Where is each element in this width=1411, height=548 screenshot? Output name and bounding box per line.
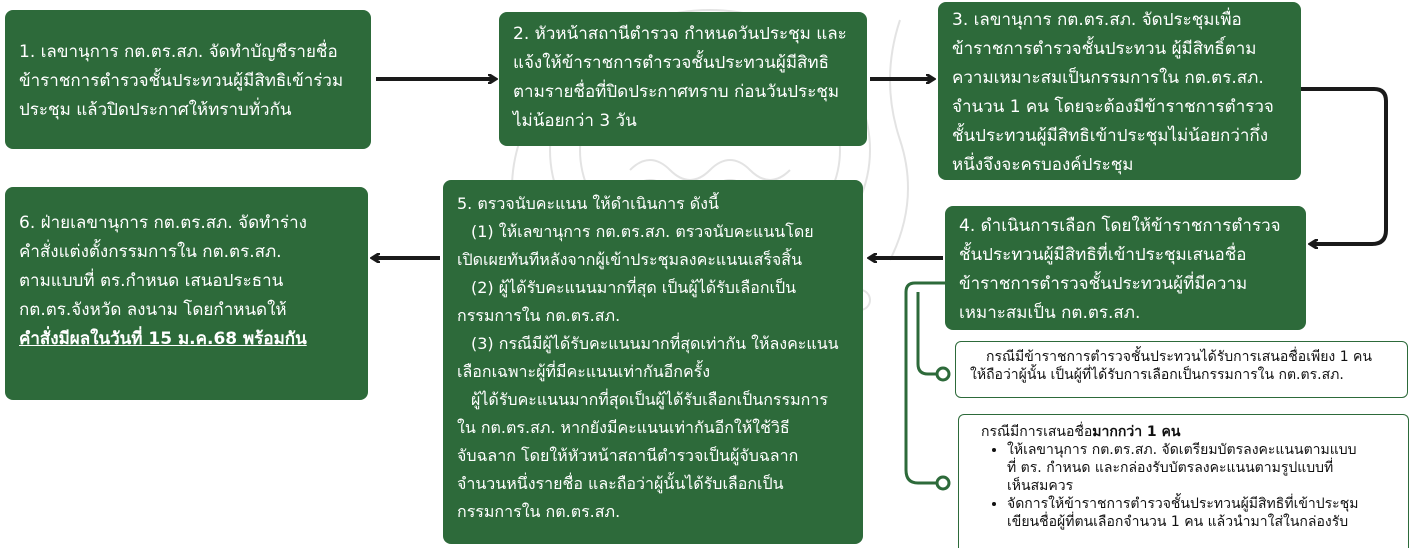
step-5-box: 5. ตรวจนับคะแนน ให้ดำเนินการ ดังนี้ (1) … xyxy=(443,180,863,544)
step-3-line-3: ความเหมาะสมเป็นกรรมการใน กต.ตร.สภ. xyxy=(952,68,1264,88)
step-4-box: 4. ดำเนินการเลือก โดยให้ข้าราชการตำรวจ ช… xyxy=(945,206,1306,330)
step-5-line-6: (3) กรณีมีผู้ได้รับคะแนนมากที่สุดเท่ากัน… xyxy=(471,334,839,353)
bullet-2-line-1: จัดการให้ข้าราชการตำรวจชั้นประทวนผู้มีสิ… xyxy=(1007,496,1359,512)
note-multiple-list: ให้เลขานุการ กต.ตร.สภ. จัดเตรียมบัตรลงคะ… xyxy=(981,441,1402,531)
step-3-line-5: ชั้นประทวนผู้มีสิทธิเข้าประชุมไม่น้อยกว่… xyxy=(952,126,1269,146)
step-5-line-5: กรรมการใน กต.ตร.สภ. xyxy=(457,306,621,325)
bullet-2-line-2: เขียนชื่อผู้ที่ตนเลือกจำนวน 1 คน แล้วนำม… xyxy=(1007,514,1349,530)
step-5-line-11: จำนวนหนึ่งรายชื่อ และถือว่าผู้นั้นได้รับ… xyxy=(457,474,784,493)
step-2-line-1: 2. หัวหน้าสถานีตำรวจ กำหนดวันประชุม และ xyxy=(513,24,847,44)
step-1-line-2: ข้าราชการตำรวจชั้นประทวนผู้มีสิทธิเข้าร่… xyxy=(19,71,344,91)
step-5-line-4: (2) ผู้ได้รับคะแนนมากที่สุด เป็นผู้ได้รั… xyxy=(471,278,797,297)
step-4-line-2: ชั้นประทวนผู้มีสิทธิที่เข้าประชุมเสนอชื่… xyxy=(959,245,1247,265)
step-5-line-8: ผู้ได้รับคะแนนมากที่สุดเป็นผู้ได้รับเลือ… xyxy=(471,390,828,409)
branch-node-multiple xyxy=(935,475,951,491)
note-multiple-bullet-2: จัดการให้ข้าราชการตำรวจชั้นประทวนผู้มีสิ… xyxy=(1007,495,1402,531)
step-4-line-1: 4. ดำเนินการเลือก โดยให้ข้าราชการตำรวจ xyxy=(959,216,1281,236)
bullet-1-line-1: ให้เลขานุการ กต.ตร.สภ. จัดเตรียมบัตรลงคะ… xyxy=(1007,442,1357,458)
step-3-line-1: 3. เลขานุการ กต.ตร.สภ. จัดประชุมเพื่อ xyxy=(952,10,1242,30)
note-multiple-heading: กรณีมีการเสนอชื่อมากกว่า 1 คน xyxy=(981,423,1402,441)
branch-connector-single xyxy=(916,292,936,376)
step-6-line-1: 6. ฝ่ายเลขานุการ กต.ตร.สภ. จัดทำร่าง xyxy=(19,213,307,233)
step-6-effective-date: คำสั่งมีผลในวันที่ 15 ม.ค.68 พร้อมกัน xyxy=(19,329,307,349)
step-6-box: 6. ฝ่ายเลขานุการ กต.ตร.สภ. จัดทำร่าง คำส… xyxy=(5,187,368,400)
step-5-line-2: (1) ให้เลขานุการ กต.ตร.สภ. ตรวจนับคะแนนโ… xyxy=(471,222,814,241)
step-5-line-1: 5. ตรวจนับคะแนน ให้ดำเนินการ ดังนี้ xyxy=(457,194,719,213)
step-6-line-4: กต.ตร.จังหวัด ลงนาม โดยกำหนดให้ xyxy=(19,300,287,320)
step-2-line-2: แจ้งให้ข้าราชการตำรวจชั้นประทวนผู้มีสิทธ… xyxy=(513,53,830,73)
branch-connector xyxy=(904,281,945,485)
step-2-box: 2. หัวหน้าสถานีตำรวจ กำหนดวันประชุม และ … xyxy=(499,12,867,146)
step-5-line-3: เปิดเผยทันทีหลังจากผู้เข้าประชุมลงคะแนนเ… xyxy=(457,250,802,269)
bullet-1-line-2: ที่ ตร. กำหนด และกล่องรับบัตรลงคะแนนตามร… xyxy=(1007,460,1334,476)
step-3-line-2: ข้าราชการตำรวจชั้นประทวน ผู้มีสิทธิ์ตาม xyxy=(952,39,1257,59)
note-single-line-2: ให้ถือว่าผู้นั้น เป็นผู้ที่ได้รับการเลือ… xyxy=(970,367,1344,383)
note-multiple-heading-prefix: กรณีมีการเสนอชื่อ xyxy=(981,424,1093,440)
step-3-line-4: จำนวน 1 คน โดยจะต้องมีข้าราชการตำรวจ xyxy=(952,97,1274,117)
bullet-1-line-3: เห็นสมควร xyxy=(1007,478,1074,494)
step-1-line-3: ประชุม แล้วปิดประกาศให้ทราบทั่วกัน xyxy=(19,100,292,120)
step-4-line-3: ข้าราชการตำรวจชั้นประทวนผู้ที่มีความ xyxy=(959,274,1248,294)
step-4-line-4: เหมาะสมเป็น กต.ตร.สภ. xyxy=(959,303,1141,323)
step-6-line-3: ตามแบบที่ ตร.กำหนด เสนอประธาน xyxy=(19,271,284,291)
note-single-nominee: กรณีมีข้าราชการตำรวจชั้นประทวนได้รับการเ… xyxy=(955,341,1408,398)
branch-node-single xyxy=(935,366,951,382)
step-3-box: 3. เลขานุการ กต.ตร.สภ. จัดประชุมเพื่อ ข้… xyxy=(938,2,1301,180)
step-3-line-6: หนึ่งจึงจะครบองค์ประชุม xyxy=(952,155,1134,175)
note-multiple-nominees: กรณีมีการเสนอชื่อมากกว่า 1 คน ให้เลขานุก… xyxy=(958,414,1409,548)
step-5-line-9: ใน กต.ตร.สภ. หากยังมีคะแนนเท่ากันอีกให้ใ… xyxy=(457,418,790,437)
step-6-line-2: คำสั่งแต่งตั้งกรรมการใน กต.ตร.สภ. xyxy=(19,242,282,262)
note-single-line-1: กรณีมีข้าราชการตำรวจชั้นประทวนได้รับการเ… xyxy=(986,349,1372,365)
step-5-line-7: เลือกเฉพาะผู้ที่มีคะแนนเท่ากันอีกครั้ง xyxy=(457,362,711,381)
step-5-line-12: กรรมการใน กต.ตร.สภ. xyxy=(457,502,621,521)
note-multiple-heading-bold: มากกว่า 1 คน xyxy=(1092,424,1181,440)
note-multiple-bullet-1: ให้เลขานุการ กต.ตร.สภ. จัดเตรียมบัตรลงคะ… xyxy=(1007,441,1402,495)
step-5-line-10: จับฉลาก โดยให้หัวหน้าสถานีตำรวจเป็นผู้จั… xyxy=(457,446,799,465)
step-2-line-4: ไม่น้อยกว่า 3 วัน xyxy=(513,111,637,131)
step-2-line-3: ตามรายชื่อที่ปิดประกาศทราบ ก่อนวันประชุม xyxy=(513,82,840,102)
step-1-box: 1. เลขานุการ กต.ตร.สภ. จัดทำบัญชีรายชื่อ… xyxy=(5,10,371,149)
step-1-line-1: 1. เลขานุการ กต.ตร.สภ. จัดทำบัญชีรายชื่อ xyxy=(19,42,338,62)
arrow-step3-to-step4 xyxy=(1301,87,1388,244)
